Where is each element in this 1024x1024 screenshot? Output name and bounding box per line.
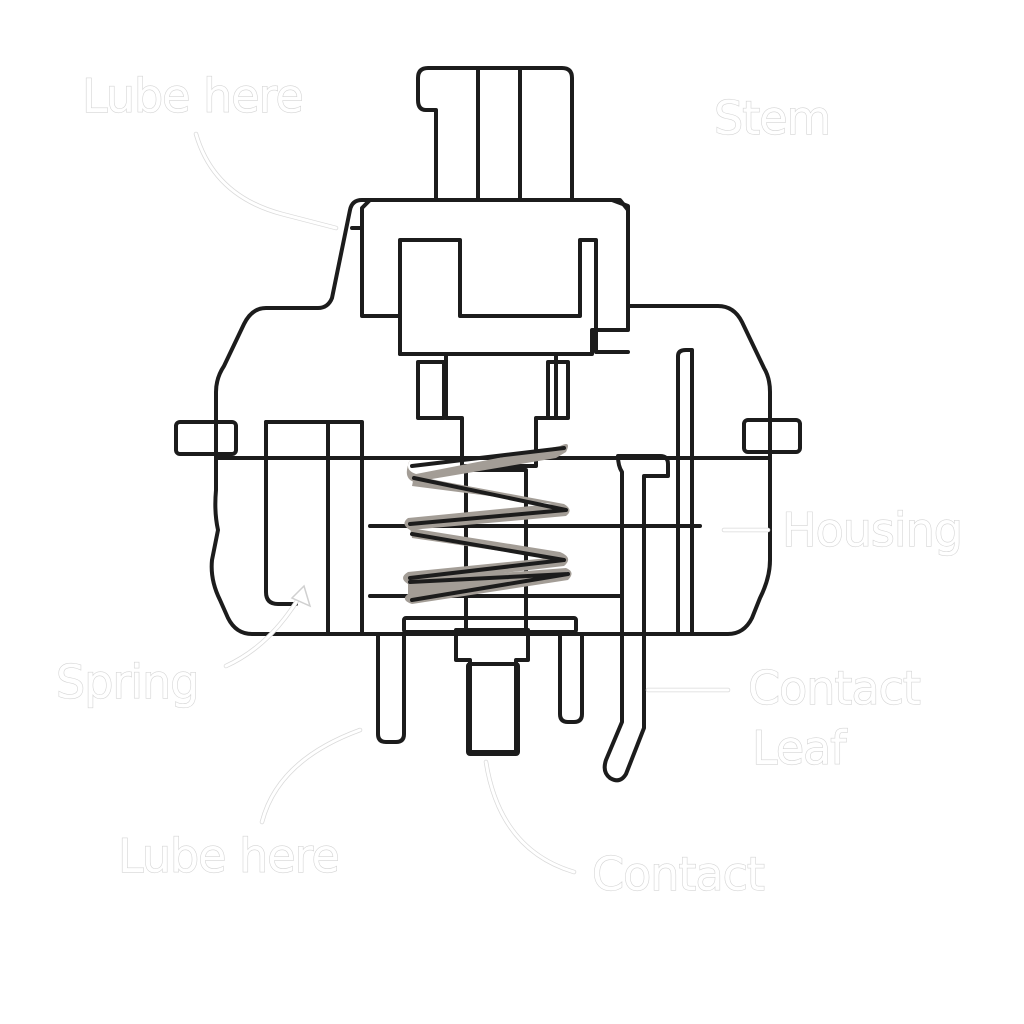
label-lube-here-top: Lube here — [82, 69, 303, 123]
label-spring: Spring — [56, 655, 198, 709]
housing-pin-right — [558, 632, 584, 724]
stem-slot — [398, 238, 630, 356]
housing-right-post — [676, 348, 694, 636]
label-contact-leaf-line2: Leaf — [752, 721, 848, 775]
contact-pole — [402, 468, 578, 756]
leader-lube-bottom — [260, 728, 362, 824]
stem-body — [360, 198, 630, 356]
contact-leaf — [602, 454, 670, 783]
labels: Lube here Stem Housing Spring Contact Le… — [55, 68, 963, 901]
label-contact-leaf-line1: Contact — [748, 661, 920, 715]
housing-left-flange — [174, 420, 238, 456]
leader-contact — [484, 760, 576, 874]
arrow-spring — [290, 584, 312, 608]
spring-seat — [402, 616, 578, 634]
housing-left-post — [264, 420, 298, 606]
label-housing: Housing — [782, 503, 962, 557]
leader-lines — [193, 131, 771, 875]
label-stem: Stem — [714, 91, 830, 145]
leader-spring — [224, 594, 302, 668]
housing-lower — [209, 456, 772, 636]
spring — [403, 444, 572, 604]
stem-top — [416, 66, 574, 202]
spring-coil-3 — [403, 528, 569, 584]
housing-left-wall-b — [264, 420, 364, 636]
label-contact: Contact — [592, 847, 764, 901]
spring-coil-2 — [404, 476, 570, 530]
stem-shaft — [444, 352, 558, 468]
leader-lube-top — [194, 132, 338, 230]
contact-pole-tip — [466, 662, 520, 756]
housing-pin-left — [376, 632, 406, 744]
label-lube-here-bottom: Lube here — [118, 829, 339, 883]
spring-outline — [408, 446, 570, 602]
housing-upper — [214, 198, 772, 460]
stem-guide-left — [416, 360, 446, 420]
stem-guide-right — [546, 360, 570, 420]
stem — [350, 66, 630, 468]
